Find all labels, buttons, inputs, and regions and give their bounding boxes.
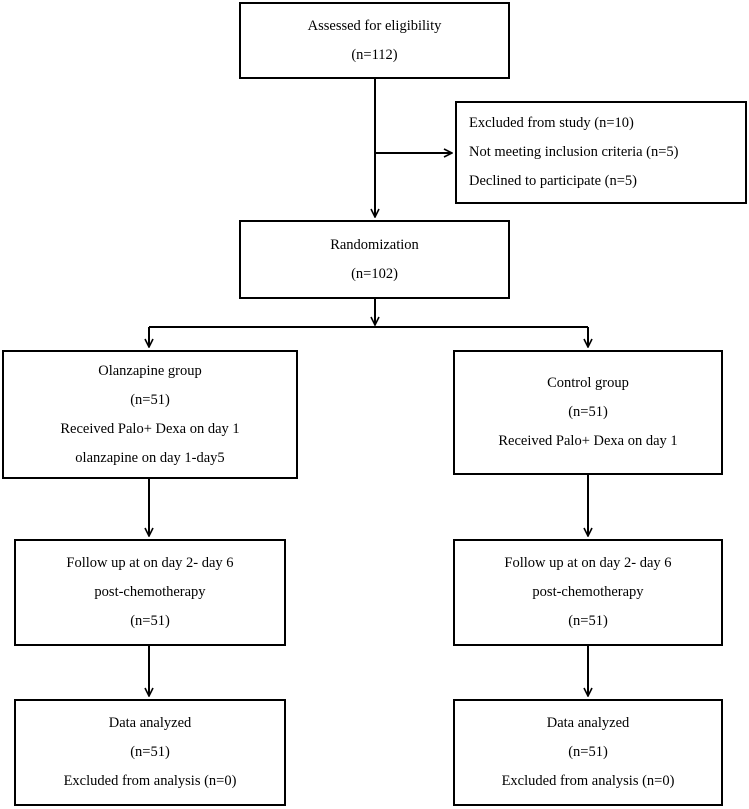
control-followup-phase: post-chemotherapy <box>532 584 644 600</box>
olanzapine-followup-box: Follow up at on day 2- day 6 post-chemot… <box>14 539 286 646</box>
eligibility-title: Assessed for eligibility <box>307 17 442 34</box>
randomization-title: Randomization <box>330 236 419 253</box>
excluded-box: Excluded from study (n=10) Not meeting i… <box>455 101 747 204</box>
olanzapine-followup-count: (n=51) <box>130 613 170 629</box>
olanzapine-analysis-excluded: Excluded from analysis (n=0) <box>63 773 237 789</box>
olanzapine-analysis-title: Data analyzed <box>108 715 192 731</box>
control-followup-box: Follow up at on day 2- day 6 post-chemot… <box>453 539 723 646</box>
olanzapine-group-title: Olanzapine group <box>98 362 202 379</box>
excluded-inclusion-criteria: Not meeting inclusion criteria (n=5) <box>469 144 679 160</box>
control-analysis-count: (n=51) <box>568 744 608 760</box>
control-followup-count: (n=51) <box>568 613 608 629</box>
olanzapine-group-regimen: Received Palo+ Dexa on day 1 <box>60 420 240 437</box>
control-group-regimen: Received Palo+ Dexa on day 1 <box>498 433 678 449</box>
excluded-declined: Declined to participate (n=5) <box>469 173 638 189</box>
olanzapine-group-count: (n=51) <box>130 391 170 408</box>
randomization-box: Randomization (n=102) <box>239 220 510 299</box>
olanzapine-group-box: Olanzapine group (n=51) Received Palo+ D… <box>2 350 298 479</box>
control-analysis-title: Data analyzed <box>546 715 630 731</box>
control-group-title: Control group <box>547 375 629 391</box>
olanzapine-analysis-count: (n=51) <box>130 744 170 760</box>
control-followup-period: Follow up at on day 2- day 6 <box>504 555 672 571</box>
control-analysis-box: Data analyzed (n=51) Excluded from analy… <box>453 699 723 806</box>
eligibility-count: (n=112) <box>351 46 398 63</box>
olanzapine-group-dosing: olanzapine on day 1-day5 <box>75 449 225 466</box>
excluded-total: Excluded from study (n=10) <box>469 115 634 131</box>
control-analysis-excluded: Excluded from analysis (n=0) <box>501 773 675 789</box>
control-group-box: Control group (n=51) Received Palo+ Dexa… <box>453 350 723 475</box>
olanzapine-followup-period: Follow up at on day 2- day 6 <box>66 555 234 571</box>
olanzapine-followup-phase: post-chemotherapy <box>94 584 206 600</box>
control-group-count: (n=51) <box>568 404 608 420</box>
randomization-count: (n=102) <box>351 265 398 282</box>
eligibility-box: Assessed for eligibility (n=112) <box>239 2 510 79</box>
olanzapine-analysis-box: Data analyzed (n=51) Excluded from analy… <box>14 699 286 806</box>
